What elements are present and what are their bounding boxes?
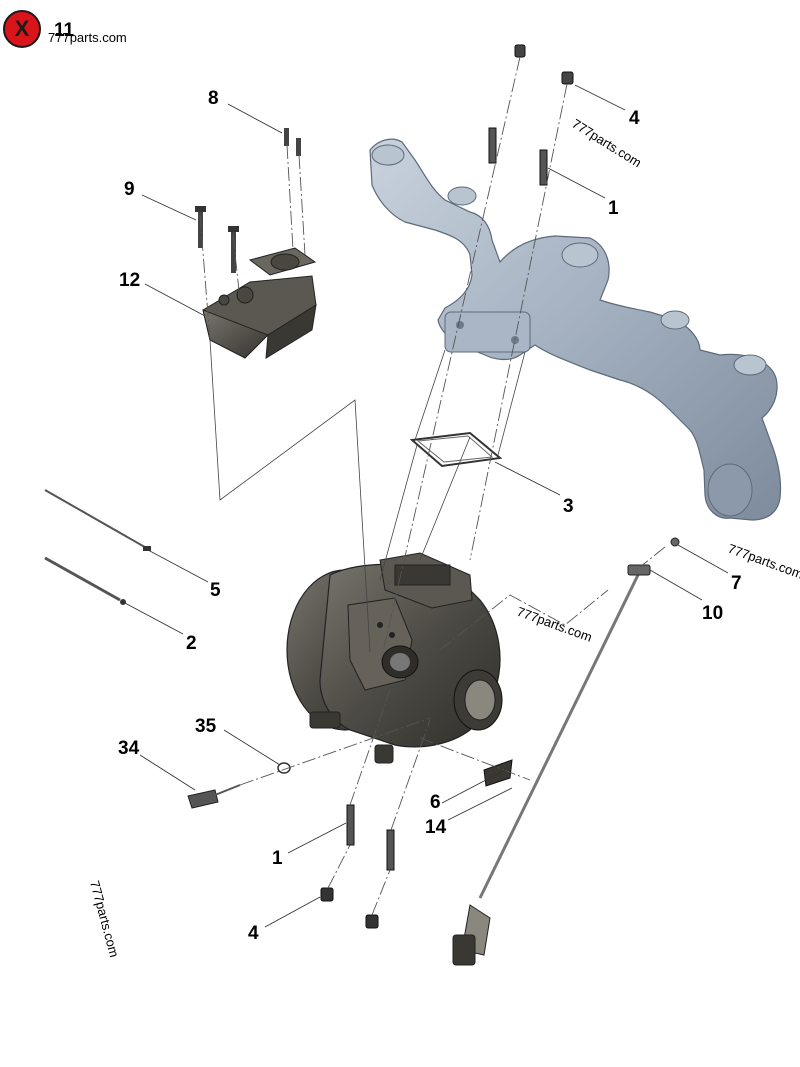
- wastegate-actuator: [202, 247, 317, 359]
- callout-8: 8: [208, 88, 219, 109]
- callout-4-bottom: 4: [248, 923, 259, 944]
- leader-lines: [122, 84, 729, 928]
- callout-10: 10: [702, 603, 723, 624]
- callout-14: 14: [425, 817, 447, 838]
- turbocharger: [286, 552, 503, 764]
- callout-1-top: 1: [608, 198, 619, 219]
- exhaust-manifold: [369, 138, 782, 521]
- callout-5: 5: [210, 580, 221, 601]
- callout-4-top: 4: [629, 108, 640, 129]
- callout-labels: 11 8 9 12 4 1 3 5 2 7 10 35 34 6 14 1 4: [54, 20, 742, 944]
- callout-7: 7: [731, 573, 742, 594]
- callout-11: 11: [54, 20, 75, 41]
- turbo-gasket: [409, 431, 503, 468]
- watermark-bottom-left: 777parts.com: [87, 879, 122, 959]
- callout-34: 34: [118, 738, 140, 759]
- watermarks: 777parts.com 777parts.com 777parts.com 7…: [48, 30, 800, 959]
- watermark-center: 777parts.com: [515, 604, 594, 645]
- callout-9: 9: [124, 179, 135, 200]
- sensor-cables: [44, 489, 651, 966]
- callout-3: 3: [563, 496, 574, 517]
- callout-35: 35: [195, 716, 217, 737]
- close-button[interactable]: X: [3, 10, 41, 48]
- callout-2: 2: [186, 633, 197, 654]
- callout-6: 6: [430, 792, 441, 813]
- callout-1-bottom: 1: [272, 848, 283, 869]
- watermark-top-left: 777parts.com: [48, 30, 127, 45]
- fasteners: [195, 44, 680, 929]
- callout-12: 12: [119, 270, 140, 291]
- assembly-lines: [199, 56, 666, 916]
